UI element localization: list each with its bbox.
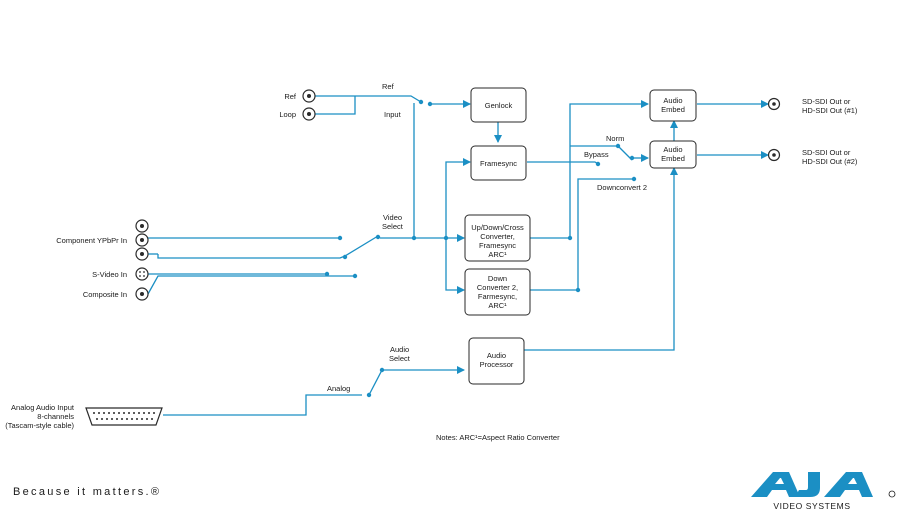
wires xyxy=(147,95,769,416)
audio-select-label-2: Select xyxy=(389,354,411,363)
analog-label: Analog xyxy=(327,384,350,393)
norm-label: Norm xyxy=(606,134,624,143)
labels: Ref Loop Ref Input Component YPbPr In S-… xyxy=(5,82,858,442)
audio-proc-label-2: Processor xyxy=(480,360,514,369)
out2-label-2: HD-SDI Out (#2) xyxy=(802,157,858,166)
audio-embed-2-label-a: Audio xyxy=(663,145,682,154)
db25-connector-icon xyxy=(85,407,163,426)
notes-label: Notes: ARC¹=Aspect Ratio Converter xyxy=(436,433,560,442)
genlock-label: Genlock xyxy=(485,101,513,110)
logo-subtitle: VIDEO SYSTEMS xyxy=(773,501,850,511)
audio-proc-label-1: Audio xyxy=(487,351,506,360)
updown-label-4: ARC¹ xyxy=(488,250,507,259)
audio-embed-1-block: Audio Embed xyxy=(649,89,697,122)
bypass-label: Bypass xyxy=(584,150,609,159)
svideo-connector xyxy=(135,267,149,281)
genlock-block: Genlock xyxy=(470,87,527,123)
junction-dots xyxy=(324,99,637,398)
component-pr-connector xyxy=(135,247,149,261)
component-in-label: Component YPbPr In xyxy=(56,236,127,245)
ref-switch-label: Ref xyxy=(382,82,395,91)
loop-label: Loop xyxy=(279,110,296,119)
input-label: Input xyxy=(384,110,402,119)
framesync-block: Framesync xyxy=(470,145,527,181)
ref-connector xyxy=(302,89,316,103)
out1-connector xyxy=(767,97,781,111)
analog-audio-label-2: 8-channels xyxy=(37,412,74,421)
down-label-1: Down xyxy=(488,274,507,283)
svideo-in-label: S-Video In xyxy=(92,270,127,279)
out1-label-1: SD-SDI Out or xyxy=(802,97,851,106)
updown-label-1: Up/Down/Cross xyxy=(471,223,524,232)
video-select-label-2: Select xyxy=(382,222,404,231)
ref-label: Ref xyxy=(284,92,297,101)
composite-in-label: Composite In xyxy=(83,290,127,299)
audio-select-label-1: Audio xyxy=(390,345,409,354)
aja-logo-mark xyxy=(751,472,896,498)
audio-embed-2-label-b: Embed xyxy=(661,154,685,163)
audio-embed-1-label-b: Embed xyxy=(661,105,685,114)
audio-embed-2-block: Audio Embed xyxy=(649,140,697,169)
out2-connector xyxy=(767,148,781,162)
down-label-2: Converter 2, xyxy=(477,283,518,292)
out1-label-2: HD-SDI Out (#1) xyxy=(802,106,858,115)
component-pb-connector xyxy=(135,233,149,247)
loop-connector xyxy=(302,107,316,121)
downconvert2-label: Downconvert 2 xyxy=(597,183,647,192)
audio-processor-block: Audio Processor xyxy=(468,337,525,385)
down-label-3: Farmesync, xyxy=(478,292,517,301)
aja-logo: VIDEO SYSTEMS xyxy=(751,472,896,511)
down-converter-2-block: Down Converter 2, Farmesync, ARC¹ xyxy=(464,268,531,316)
updown-label-2: Converter, xyxy=(480,232,515,241)
analog-audio-label-3: (Tascam-style cable) xyxy=(5,421,74,430)
out2-label-1: SD-SDI Out or xyxy=(802,148,851,157)
composite-connector xyxy=(135,287,149,301)
down-label-4: ARC¹ xyxy=(488,301,507,310)
updown-converter-block: Up/Down/Cross Converter, Framesync ARC¹ xyxy=(464,214,531,262)
analog-audio-label-1: Analog Audio Input xyxy=(11,403,75,412)
audio-embed-1-label-a: Audio xyxy=(663,96,682,105)
updown-label-3: Framesync xyxy=(479,241,516,250)
video-select-label-1: Video xyxy=(383,213,402,222)
framesync-label: Framesync xyxy=(480,159,517,168)
component-y-connector xyxy=(135,219,149,233)
tagline: Because it matters.® xyxy=(13,486,162,498)
